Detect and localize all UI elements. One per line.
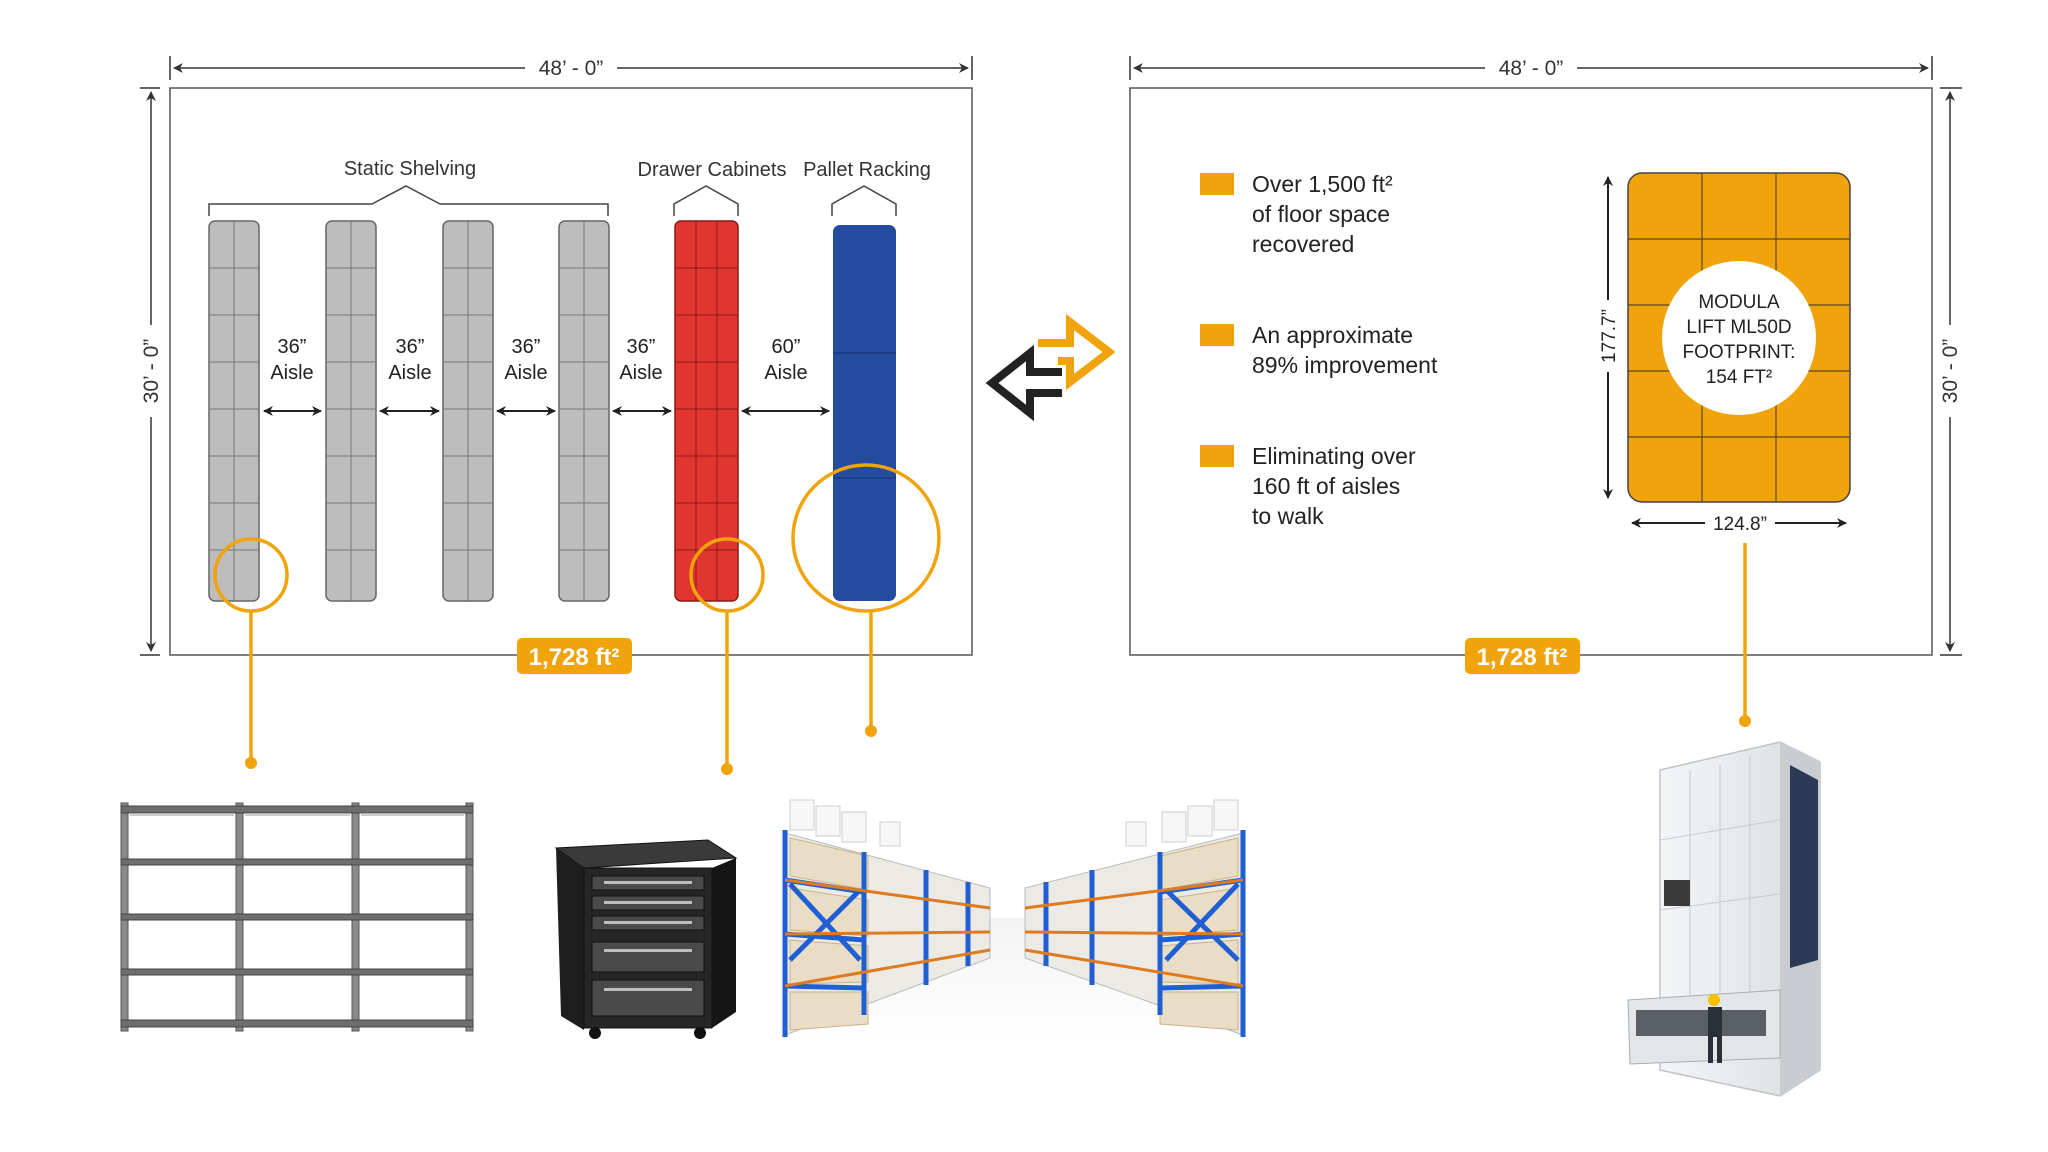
benefit-3-line-3: to walk [1252, 503, 1324, 529]
drawer-cabinet-unit [674, 220, 739, 602]
cabinet-callout-dot [721, 763, 733, 775]
callout-leaders [213, 463, 941, 764]
left-area-badge: 1,728 ft² [517, 638, 632, 674]
aisle-5-size: 60” [772, 336, 801, 358]
static-shelf-unit-1 [208, 220, 260, 602]
pallet-racking-label: Pallet Racking [803, 159, 931, 181]
aisle-4: 36” Aisle [612, 336, 672, 416]
left-width-dimension: 48’ - 0” [169, 56, 973, 80]
pallet-racks-illustration [780, 799, 1248, 1040]
static-shelving-bracket: Static Shelving [208, 158, 609, 216]
left-width-label: 48’ - 0” [539, 57, 604, 80]
right-area-label: 1,728 ft² [1477, 644, 1568, 671]
left-height-dimension: 30’ - 0” [140, 87, 163, 656]
swap-arrows-icon [985, 313, 1116, 422]
aisle-3-label: Aisle [504, 362, 547, 384]
benefit-2-marker [1200, 324, 1234, 346]
lift-label-line-4: 154 FT² [1706, 367, 1773, 388]
pallet-racking-unit [833, 225, 896, 601]
static-shelf-unit-2 [325, 220, 377, 602]
drawer-cabinets-bracket: Drawer Cabinets [638, 159, 787, 216]
benefit-2: An approximate 89% improvement [1200, 322, 1438, 378]
shelving-callout-dot [245, 757, 257, 769]
lift-label-line-3: FOOTPRINT: [1683, 342, 1796, 363]
lift-width-dimension: 124.8” [1631, 514, 1847, 535]
lift-height-dimension: 177.7” [1599, 176, 1620, 499]
operator-figure-icon [1708, 994, 1722, 1063]
modula-logo-icon [1664, 880, 1690, 906]
pallet-racking-bracket: Pallet Racking [803, 159, 931, 216]
metal-shelving-illustration [120, 802, 474, 1032]
benefit-1-line-3: recovered [1252, 231, 1354, 257]
benefit-1-marker [1200, 173, 1234, 195]
left-height-label: 30’ - 0” [140, 339, 163, 404]
left-floor-plan: 48’ - 0” 30’ - 0” Static Shelving Drawer… [140, 56, 973, 775]
rack-callout-dot [865, 725, 877, 737]
tool-cabinet-illustration [554, 839, 738, 1039]
rack-callout-circle [791, 463, 941, 613]
benefit-3-marker [1200, 445, 1234, 467]
right-floor-plan: 48’ - 0” 30’ - 0” Over 1,500 ft² of floo… [1129, 56, 1962, 727]
static-shelf-unit-3 [442, 220, 494, 602]
aisle-2-label: Aisle [388, 362, 431, 384]
static-shelving-label: Static Shelving [344, 158, 476, 180]
static-shelf-unit-4 [558, 220, 610, 602]
aisle-4-label: Aisle [619, 362, 662, 384]
benefit-3-line-2: 160 ft of aisles [1252, 473, 1400, 499]
aisle-1: 36” Aisle [263, 336, 322, 416]
benefit-1: Over 1,500 ft² of floor space recovered [1200, 171, 1393, 257]
right-height-dimension: 30’ - 0” [1939, 87, 1962, 656]
benefit-1-line-1: Over 1,500 ft² [1252, 171, 1393, 197]
benefit-1-line-2: of floor space [1252, 201, 1390, 227]
drawer-cabinets-label: Drawer Cabinets [638, 159, 787, 181]
benefit-3: Eliminating over 160 ft of aisles to wal… [1200, 443, 1416, 529]
aisle-2-size: 36” [396, 336, 425, 358]
aisle-3-size: 36” [512, 336, 541, 358]
aisle-3: 36” Aisle [496, 336, 556, 416]
lift-callout-dot [1739, 715, 1751, 727]
lift-label-line-2: LIFT ML50D [1686, 317, 1791, 338]
left-area-label: 1,728 ft² [529, 644, 620, 671]
benefit-2-line-1: An approximate [1252, 322, 1413, 348]
aisle-1-label: Aisle [270, 362, 313, 384]
lift-height-label: 177.7” [1599, 309, 1620, 363]
right-height-label: 30’ - 0” [1939, 339, 1962, 404]
aisle-1-size: 36” [278, 336, 307, 358]
benefit-2-line-2: 89% improvement [1252, 352, 1438, 378]
aisle-5-label: Aisle [764, 362, 807, 384]
aisle-4-size: 36” [627, 336, 656, 358]
right-area-badge: 1,728 ft² [1465, 638, 1580, 674]
benefit-3-line-1: Eliminating over [1252, 443, 1416, 469]
right-width-dimension: 48’ - 0” [1129, 56, 1933, 80]
aisle-2: 36” Aisle [379, 336, 440, 416]
aisle-5: 60” Aisle [741, 336, 830, 416]
modula-lift-illustration [1627, 741, 1821, 1097]
right-width-label: 48’ - 0” [1499, 57, 1564, 80]
modula-lift-footprint: MODULA LIFT ML50D FOOTPRINT: 154 FT² [1627, 172, 1851, 503]
lift-label-line-1: MODULA [1698, 292, 1780, 313]
lift-width-label: 124.8” [1713, 514, 1767, 535]
